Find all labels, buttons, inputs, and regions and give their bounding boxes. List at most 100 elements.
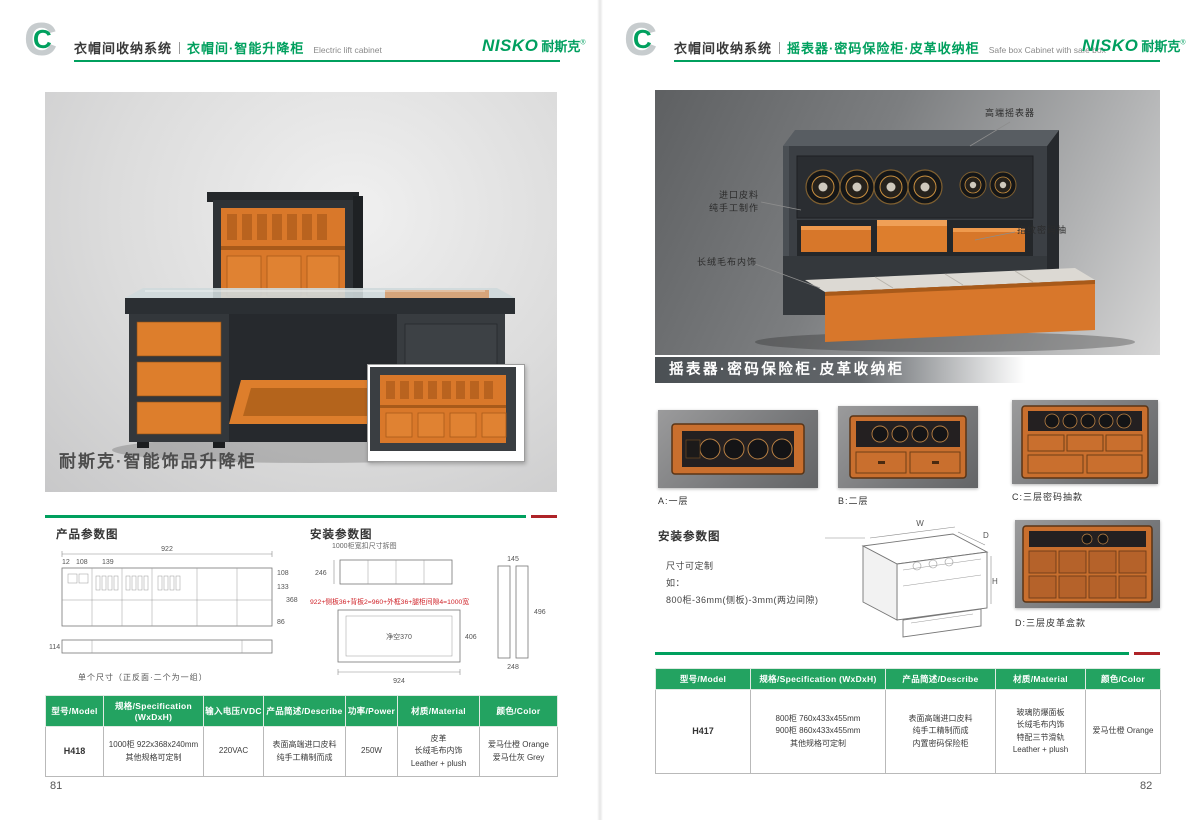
svg-text:W: W	[916, 519, 924, 528]
hero-title-strip: 摇表器·密码保险柜·皮革收纳柜	[655, 357, 1025, 383]
header-product-title-en: Safe box Cabinet with safe box	[988, 45, 1106, 55]
svg-text:108: 108	[76, 559, 88, 566]
text-line: 皮革	[430, 733, 447, 743]
text-line: 爱马仕橙 Orange	[1092, 726, 1154, 736]
install-drawing-top: 246	[315, 559, 453, 585]
divider-red-bar	[1134, 652, 1160, 655]
col-header-color: 颜色/Color	[479, 695, 558, 727]
thumbnail-b-illustration	[849, 415, 967, 479]
header-rule	[74, 60, 560, 62]
annotation-fingerprint-drawer: 指纹密码抽	[1017, 225, 1068, 235]
product-caption: 耐斯克·智能饰品升降柜	[59, 452, 257, 471]
cell-describe: 表面高端进口皮料 纯手工精制而成 内置密码保险柜	[885, 689, 996, 774]
col-header-power: 功率/Power	[345, 695, 398, 727]
thumbnail-b	[838, 406, 978, 488]
header-divider	[179, 42, 181, 54]
text-line: 玻璃防爆面板	[1016, 707, 1065, 717]
thumbnail-c-caption: C:三层密码抽款	[1012, 492, 1084, 502]
diagram-caption: 单个尺寸（正反面·二个为一组）	[78, 673, 208, 682]
header-product-title-en: Electric lift cabinet	[313, 45, 382, 55]
col-header-spec: 规格/Specification (WxDxH)	[103, 695, 204, 727]
text-line: 纯手工精制而成	[912, 726, 969, 736]
cell-material: 皮革 长绒毛布内饰 Leather + plush	[397, 726, 480, 777]
header-system-title: 衣帽间收纳系统	[74, 41, 173, 56]
svg-text:净空370: 净空370	[386, 632, 412, 641]
text-line: 爱马仕灰 Grey	[492, 752, 545, 762]
brand-registered-mark: ®	[580, 39, 586, 47]
text-line: 表面高端进口皮料	[908, 713, 973, 723]
svg-text:114: 114	[49, 644, 60, 651]
brand-registered-mark: ®	[1180, 39, 1186, 47]
text-line: 长绒毛布内饰	[1016, 720, 1065, 730]
product-photo-inset-detail	[367, 364, 525, 462]
col-header-describe: 产品简述/Describe	[885, 668, 996, 690]
divider-red-bar	[531, 515, 557, 518]
thumbnail-c-illustration	[1021, 405, 1149, 479]
thumbnail-d	[1015, 520, 1160, 608]
annotation-watch-winder: 高端摇表器	[985, 108, 1036, 118]
svg-text:145: 145	[507, 556, 519, 563]
section-title-install-params: 安装参数图	[658, 531, 721, 543]
thumbnail-b-caption: B:二层	[838, 496, 869, 506]
col-header-material: 材质/Material	[995, 668, 1086, 690]
svg-text:406: 406	[465, 634, 477, 641]
spec-table-header-row: 型号/Model 规格/Specification (WxDxH) 产品简述/D…	[655, 668, 1161, 690]
spec-table: 型号/Model 规格/Specification (WxDxH) 输入电压/V…	[45, 695, 558, 777]
cell-voltage: 220VAC	[203, 726, 264, 777]
spec-table-data-row: H418 1000柜 922x368x240mm 其他规格可定制 220VAC …	[45, 726, 558, 777]
cell-color: 爱马仕橙 Orange 爱马仕灰 Grey	[479, 726, 558, 777]
install-isometric-drawing: W D H	[825, 519, 998, 638]
text-line: 如：	[666, 578, 686, 589]
header-divider	[779, 42, 781, 54]
thumbnail-a	[658, 410, 818, 488]
text-line: Leather + plush	[1012, 744, 1069, 754]
install-drawing-bottom: 净空370 406 924	[337, 609, 477, 685]
brand-logo-cn: 耐斯克	[541, 39, 581, 54]
svg-text:924: 924	[393, 678, 405, 685]
text-line: 内置密码保险柜	[912, 738, 969, 748]
svg-text:248: 248	[507, 664, 519, 671]
annotation-leather: 进口皮料 纯手工制作	[695, 188, 759, 214]
brand-logo-text: NISKO	[482, 36, 539, 55]
text-line: 表面高端进口皮料	[272, 740, 337, 750]
brand-c-icon: C C	[624, 16, 670, 64]
cell-model: H417	[655, 689, 751, 774]
text-line: 进口皮料	[718, 190, 759, 200]
svg-text:108: 108	[277, 570, 289, 577]
text-line: 尺寸可定制	[666, 561, 714, 571]
svg-text:922: 922	[161, 546, 173, 553]
product-photo-lift-cabinet: 耐斯克·智能饰品升降柜	[45, 92, 557, 492]
annotation-plush-lining: 长绒毛布内饰	[697, 257, 758, 267]
spec-table: 型号/Model 规格/Specification (WxDxH) 产品简述/D…	[655, 668, 1161, 774]
install-drawing-side: 145 496 248	[497, 556, 546, 671]
section-title-product-params: 产品参数图	[56, 529, 119, 541]
header-rule	[674, 60, 1160, 62]
text-line: 其他规格可定制	[790, 738, 846, 748]
svg-text:368: 368	[286, 597, 298, 604]
cell-material: 玻璃防爆面板 长绒毛布内饰 特配三节滑轨 Leather + plush	[995, 689, 1086, 774]
cell-spec: 800柜 760x433x455mm 900柜 860x433x455mm 其他…	[750, 689, 886, 774]
svg-text:86: 86	[277, 619, 285, 626]
brand-c-outer: C	[624, 13, 658, 65]
cell-power: 250W	[345, 726, 398, 777]
spec-table-data-row: H417 800柜 760x433x455mm 900柜 860x433x455…	[655, 689, 1161, 774]
text-line: 其他规格可定制	[125, 752, 182, 762]
col-header-color: 颜色/Color	[1085, 668, 1161, 690]
install-note: 1000柜宽扣尺寸拆图	[332, 543, 397, 550]
thumbnail-d-illustration	[1022, 525, 1153, 603]
product-dimension-drawing: 922 12 108 139 108 133 368 86 114	[49, 546, 298, 654]
thumbnail-d-caption: D:三层皮革盒款	[1015, 618, 1087, 628]
page-fold-divider	[597, 0, 603, 820]
spec-table-header-row: 型号/Model 规格/Specification (WxDxH) 输入电压/V…	[45, 695, 558, 727]
text-line: 特配三节滑轨	[1016, 732, 1065, 742]
cell-describe: 表面高端进口皮料 纯手工精制而成	[263, 726, 346, 777]
divider-green-bar	[45, 515, 526, 518]
text-line: 爱马仕橙 Orange	[488, 740, 549, 750]
col-header-material: 材质/Material	[397, 695, 480, 727]
